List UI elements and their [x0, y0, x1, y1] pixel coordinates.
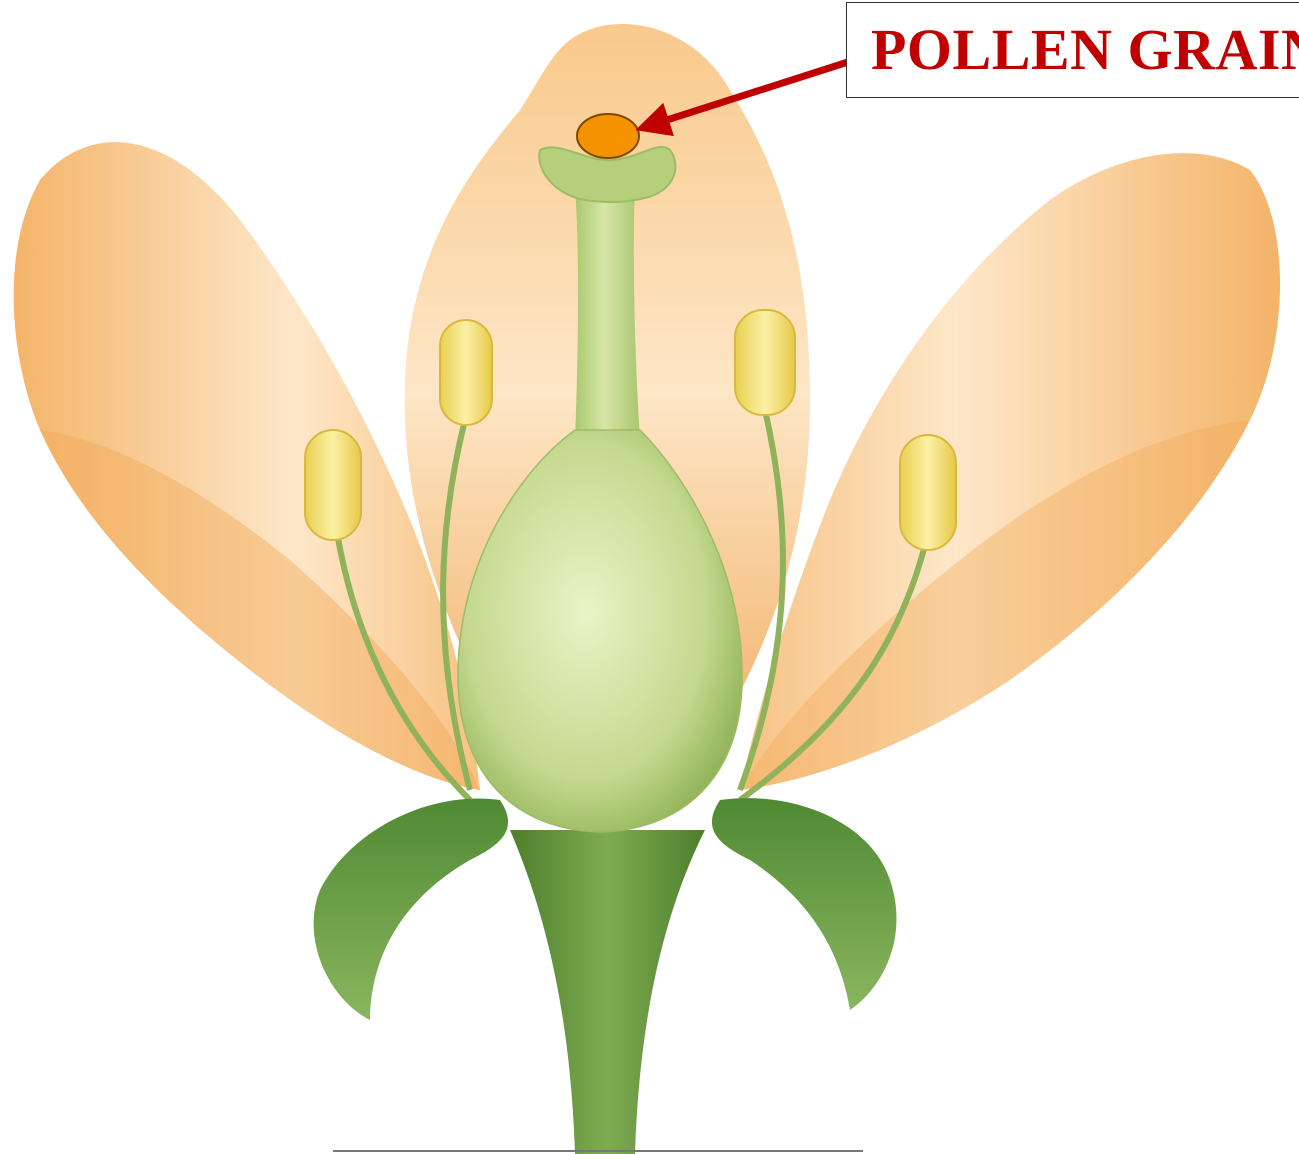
anther-far-right: [900, 435, 956, 550]
anther-far-left: [305, 430, 361, 540]
anther-inner-left: [440, 320, 492, 425]
stem: [510, 830, 705, 1154]
sepal-right: [712, 798, 897, 1010]
pistil-style: [575, 185, 640, 440]
sepal-left: [314, 798, 508, 1020]
pollen-grain-label: POLLEN GRAIN: [871, 17, 1299, 83]
anther-inner-right: [735, 310, 795, 415]
pollen-grain: [577, 114, 639, 158]
baseline-rule: [333, 1150, 863, 1152]
pollen-grain-label-box: POLLEN GRAIN: [846, 2, 1299, 98]
